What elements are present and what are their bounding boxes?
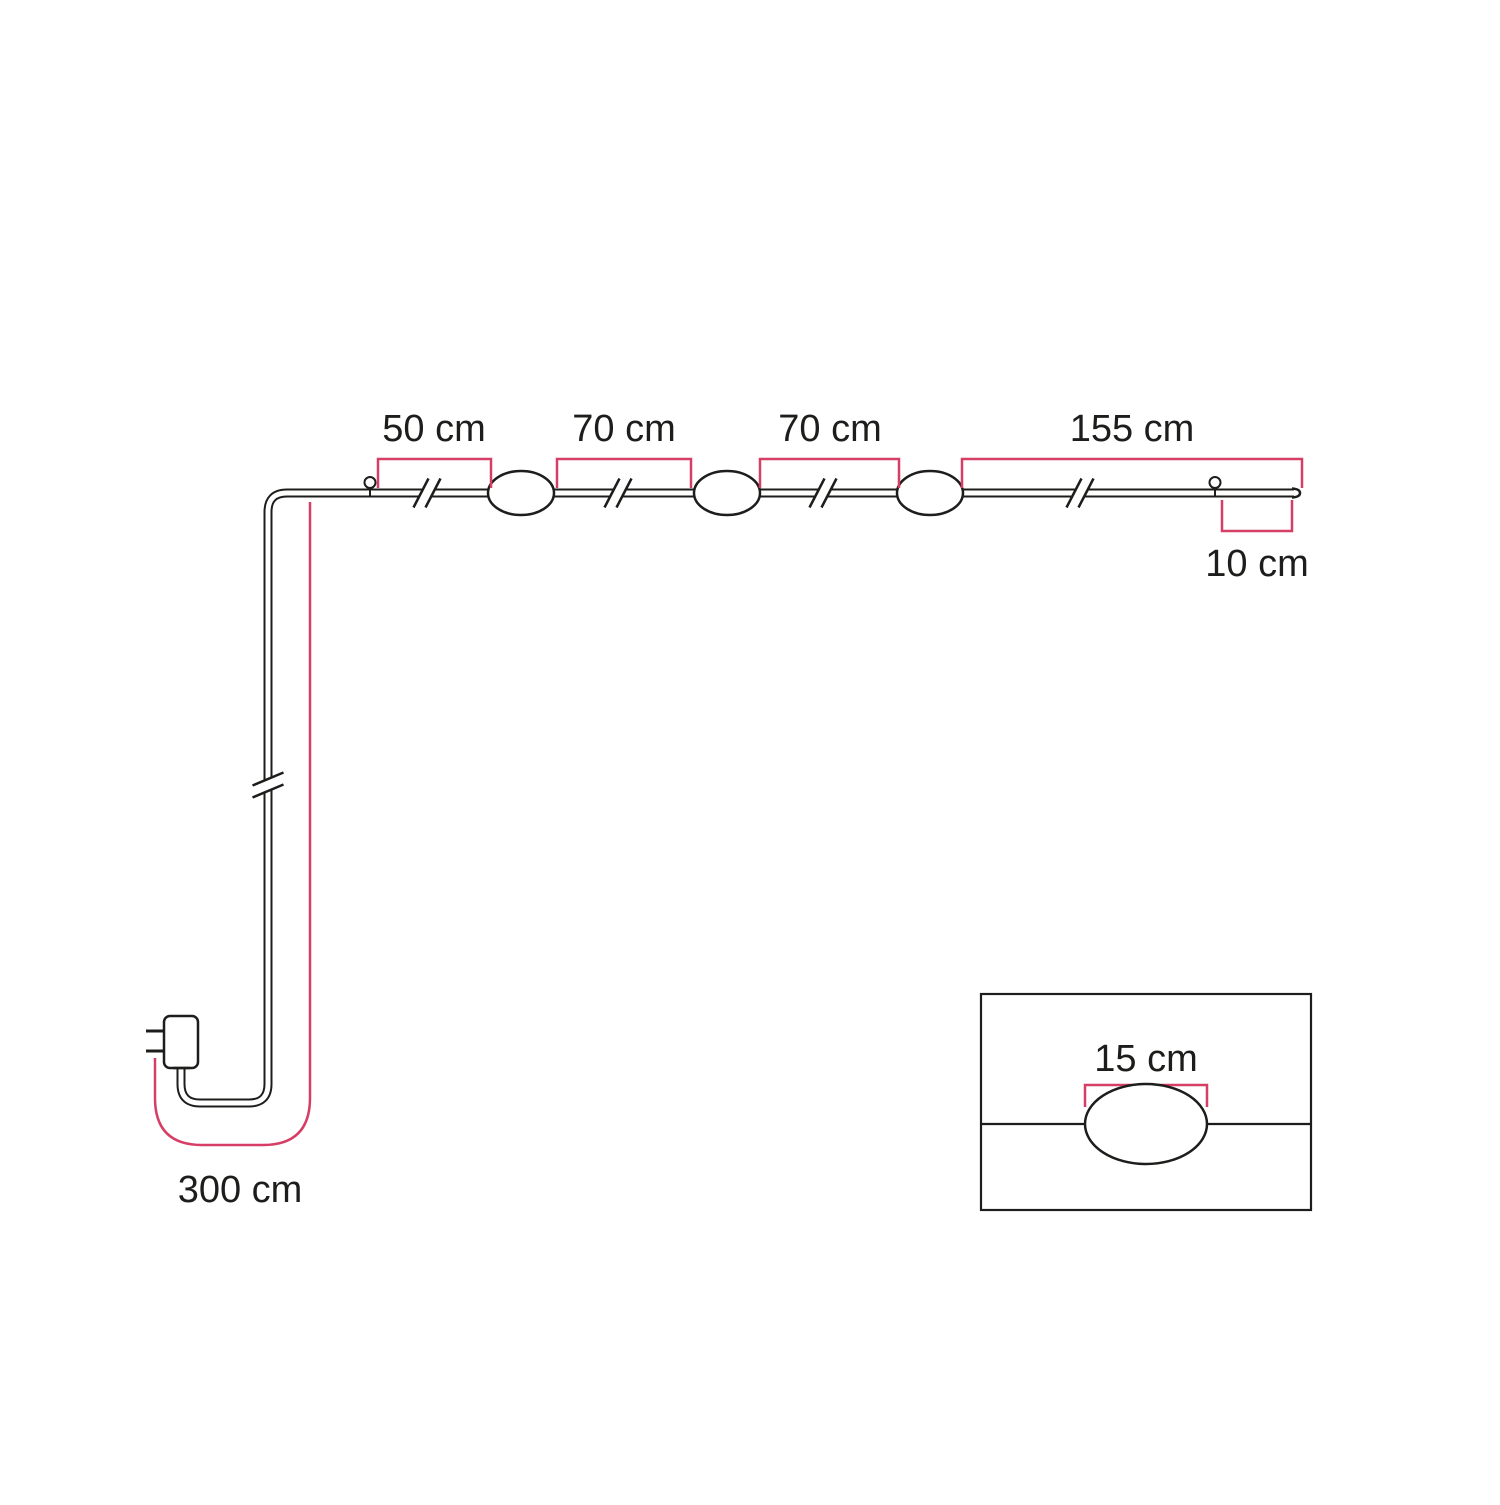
cable-break-icon bbox=[249, 771, 287, 799]
dimension-labels: 50 cm 70 cm 70 cm 155 cm 10 cm 300 cm bbox=[178, 408, 1309, 1211]
dimension-lines bbox=[153, 457, 1304, 1147]
cable-break-icon bbox=[603, 475, 633, 511]
inset-lamp-holder-oval bbox=[1083, 1082, 1209, 1166]
dimension-label-70cm-a: 70 cm bbox=[572, 408, 675, 450]
dimension-label-70cm-b: 70 cm bbox=[778, 408, 881, 450]
dimension-label-10cm: 10 cm bbox=[1205, 543, 1308, 585]
lamp-holder-oval bbox=[895, 469, 965, 517]
cable-break-icon bbox=[412, 475, 442, 511]
dimension-label-50cm: 50 cm bbox=[382, 408, 485, 450]
cable-end-cap bbox=[1291, 487, 1302, 499]
cable-break-icon bbox=[808, 475, 838, 511]
power-plug-icon bbox=[146, 1014, 200, 1070]
dimension-bracket-155cm bbox=[960, 457, 1304, 488]
dimension-bracket-70cm-b bbox=[758, 457, 901, 488]
dimension-bracket-70cm-a bbox=[555, 457, 693, 488]
dimension-path-300cm bbox=[153, 502, 312, 1147]
cable-break-icon bbox=[1065, 475, 1095, 511]
string-light-cable bbox=[146, 469, 1302, 1108]
dimension-bracket-50cm bbox=[376, 457, 493, 488]
cable-path-core bbox=[178, 490, 1294, 1106]
dimension-label-15cm: 15 cm bbox=[1094, 1038, 1197, 1080]
eyelet-icon bbox=[1208, 476, 1222, 497]
lamp-holder-oval bbox=[486, 469, 556, 517]
dimension-label-300cm: 300 cm bbox=[178, 1169, 303, 1211]
dimension-label-155cm: 155 cm bbox=[1070, 408, 1195, 450]
lamp-detail-inset: 15 cm bbox=[979, 992, 1313, 1212]
eyelet-icon bbox=[363, 476, 377, 497]
lamp-holder-oval bbox=[692, 469, 762, 517]
dimension-bracket-10cm bbox=[1220, 500, 1294, 533]
